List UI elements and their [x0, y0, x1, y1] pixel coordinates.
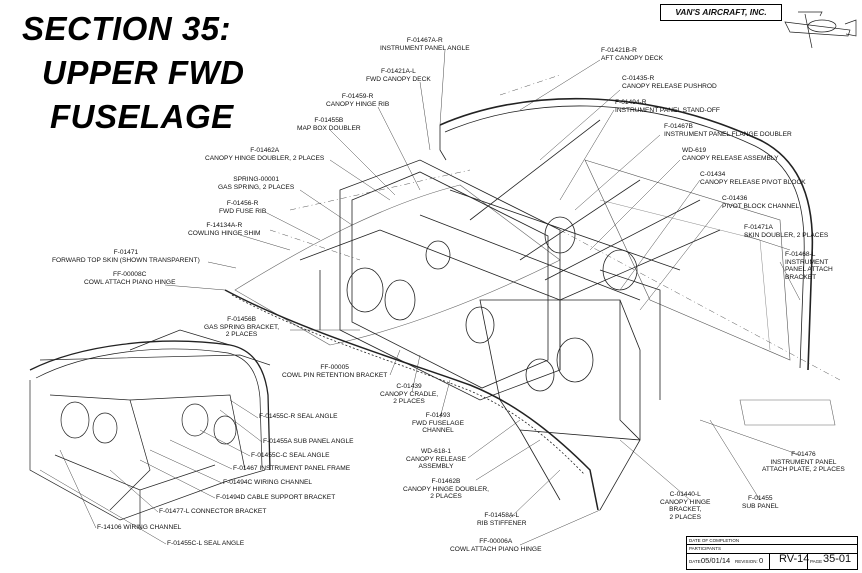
callout-cowling-hinge-shim: F-14134A-R COWLING HINGE SHIM: [188, 222, 261, 237]
callout-aft-canopy-deck: F-01421B-R AFT CANOPY DECK: [601, 47, 664, 62]
callout-canopy-release-pivot-block: C-01434 CANOPY RELEASE PIVOT BLOCK: [700, 171, 806, 186]
callout-fwd-fuselage-channel: F-01493 FWD FUSELAGE CHANNEL: [412, 412, 465, 435]
callout-seal-angle-c: F-01455C-C SEAL ANGLE: [251, 452, 330, 459]
callout-sub-panel: F-01455 SUB PANEL: [742, 495, 779, 510]
callout-instrument-panel-attach-plate: F-01476 INSTRUMENT PANEL ATTACH PLATE, 2…: [762, 451, 845, 474]
callout-wiring-channel-14106: F-14106 WIRING CHANNEL: [97, 524, 182, 531]
date-value: 05/01/14: [701, 556, 731, 565]
participants-label: PARTICIPANTS: [689, 546, 722, 551]
date-of-completion-label: DATE OF COMPLETION: [689, 538, 740, 543]
section-title-line1: SECTION 35:: [22, 10, 232, 47]
callout-instrument-panel-angle: F-01467A-R INSTRUMENT PANEL ANGLE: [380, 37, 470, 52]
callout-cowl-attach-piano-hinge-lower: FF-00006A COWL ATTACH PIANO HINGE: [450, 538, 542, 553]
callout-canopy-release-assembly-wd619: WD-619 CANOPY RELEASE ASSEMBLY: [682, 147, 779, 162]
callout-canopy-cradle: C-01439 CANOPY CRADLE, 2 PLACES: [380, 383, 439, 406]
airplane-logo-icon: [784, 11, 857, 49]
page-label: PAGE: [810, 559, 823, 564]
revision-value: 0: [759, 556, 764, 565]
callout-instrument-panel-frame: F-01467 INSTRUMENT PANEL FRAME: [233, 465, 351, 472]
model-value: RV-14: [779, 553, 810, 565]
callout-connector-bracket: F-01477-L CONNECTOR BRACKET: [159, 508, 267, 515]
callout-cowl-pin-retention-bracket: FF-00005 COWL PIN RETENTION BRACKET: [282, 364, 388, 379]
callout-canopy-release-pushrod: C-01435-R CANOPY RELEASE PUSHROD: [622, 75, 717, 90]
callout-canopy-hinge-doubler-b: F-01462B CANOPY HINGE DOUBLER, 2 PLACES: [403, 478, 489, 501]
callout-instrument-panel-flange-doubler: F-01467B INSTRUMENT PANEL FLANGE DOUBLER: [664, 123, 792, 138]
callout-wiring-channel-c: F-01494C WIRING CHANNEL: [223, 479, 313, 486]
callout-canopy-hinge-bracket: C-01440-L CANOPY HINGE BRACKET, 2 PLACES: [660, 491, 711, 521]
callout-canopy-release-assembly-wd618: WD-618-1 CANOPY RELEASE ASSEMBLY: [406, 448, 466, 471]
callout-canopy-hinge-rib: F-01459-R CANOPY HINGE RIB: [326, 93, 390, 108]
callout-rib-stiffener: F-01458A-L RIB STIFFENER: [477, 512, 527, 527]
brand-label: VAN'S AIRCRAFT, INC.: [660, 4, 782, 21]
callout-skin-doubler: F-01471A SKIN DOUBLER, 2 PLACES: [744, 224, 829, 239]
callout-cowl-attach-piano-hinge-upper: FF-00008C COWL ATTACH PIANO HINGE: [84, 271, 176, 286]
callout-fwd-fuse-rib: F-01456-R FWD FUSE RIB: [219, 200, 267, 215]
callout-gas-spring: SPRING-00001 GAS SPRING, 2 PLACES: [218, 176, 295, 191]
page-value: 35-01: [823, 553, 852, 565]
title-block: DATE OF COMPLETION PARTICIPANTS DATE: 05…: [686, 536, 858, 570]
callout-pivot-block-channel: C-01436 PIVOT BLOCK CHANNEL: [722, 195, 800, 210]
section-title-line2: UPPER FWD: [42, 54, 245, 91]
date-prefix: DATE:: [689, 559, 702, 564]
callout-cable-support-bracket: F-01494D CABLE SUPPORT BRACKET: [216, 494, 336, 501]
callout-canopy-hinge-doubler: F-01462A CANOPY HINGE DOUBLER, 2 PLACES: [205, 147, 325, 162]
callout-forward-top-skin: F-01471 FORWARD TOP SKIN (SHOWN TRANSPAR…: [52, 249, 200, 264]
callout-gas-spring-bracket: F-01456B GAS SPRING BRACKET, 2 PLACES: [204, 316, 280, 339]
callout-fwd-canopy-deck: F-01421A-L FWD CANOPY DECK: [366, 68, 431, 83]
callout-seal-angle-r: F-01455C-R SEAL ANGLE: [259, 413, 338, 420]
callout-instrument-panel-attach-bracket: F-01468-L INSTRUMENT PANEL ATTACH BRACKE…: [785, 251, 833, 281]
section-title-line3: FUSELAGE: [50, 98, 234, 135]
callout-map-box-doubler: F-01455B MAP BOX DOUBLER: [297, 117, 361, 132]
revision-label: REVISION:: [735, 559, 758, 564]
inset-detail-view: [29, 329, 271, 530]
callout-sub-panel-angle: F-01455A SUB PANEL ANGLE: [263, 438, 354, 445]
callout-seal-angle-l: F-01455C-L SEAL ANGLE: [167, 540, 245, 547]
callout-instrument-panel-standoff: F-01494-R INSTRUMENT PANEL STAND-OFF: [615, 99, 720, 114]
